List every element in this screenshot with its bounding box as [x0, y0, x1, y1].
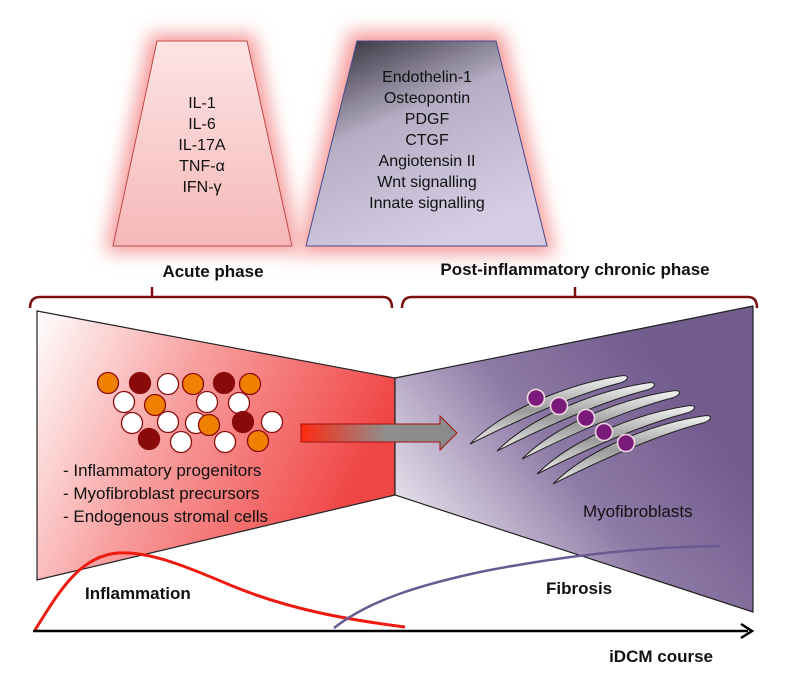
acute-mediator-item: IL-17A — [178, 137, 225, 154]
cell-white — [120, 411, 144, 435]
chronic-panel — [394, 305, 754, 613]
chronic-mediator-item: Endothelin-1 — [382, 69, 472, 86]
chronic-mediator-item: PDGF — [405, 111, 450, 128]
cell-orange — [246, 429, 270, 453]
chronic-mediators-shape — [305, 40, 548, 247]
cell-dark — [231, 410, 255, 434]
cell-dark — [128, 371, 152, 395]
cell-white — [169, 430, 193, 454]
chronic-mediator-item: Innate signalling — [369, 195, 485, 212]
cell-white — [195, 390, 219, 414]
chronic-mediator-item: CTGF — [405, 132, 449, 149]
cell-type-item: - Endogenous stromal cells — [63, 507, 268, 526]
myofibroblast-nucleus — [616, 433, 636, 453]
cell-dark — [137, 427, 161, 451]
acute-mediator-item: IL-1 — [188, 95, 216, 112]
myofibroblast-nucleus — [594, 422, 614, 442]
chronic-mediator-item: Angiotensin II — [379, 153, 476, 170]
inflammatory-cell-cluster — [96, 371, 284, 454]
myofibroblast-nucleus — [526, 388, 546, 408]
cell-orange — [238, 372, 262, 396]
cell-type-item: - Inflammatory progenitors — [63, 461, 261, 480]
myofibroblast-nucleus — [549, 396, 569, 416]
chronic-mediator-item: Wnt signalling — [377, 174, 477, 191]
axis-arrowhead-icon — [740, 622, 755, 640]
chronic-mediator-item: Osteopontin — [384, 90, 470, 107]
cell-white — [156, 372, 180, 396]
cell-white — [156, 410, 180, 434]
inflammation-curve — [33, 551, 406, 631]
cell-white — [227, 391, 251, 415]
transition-arrow — [300, 414, 458, 452]
myofibroblast-nucleus — [576, 408, 596, 428]
cell-white — [112, 390, 136, 414]
cell-orange — [197, 413, 221, 437]
acute-mediator-item: TNF-α — [179, 158, 225, 175]
myofibroblast-cell — [552, 415, 711, 485]
fibrosis-curve — [333, 544, 721, 629]
cell-dark — [212, 371, 236, 395]
chronic-phase-label: Post-inflammatory chronic phase — [440, 260, 709, 279]
acute-mediator-item: IL-6 — [188, 116, 216, 133]
cell-white — [260, 410, 284, 434]
cell-type-list: - Inflammatory progenitors - Myofibroblas… — [63, 461, 268, 526]
cell-orange — [143, 393, 167, 417]
myofibroblast-group — [469, 375, 711, 485]
fibrosis-label: Fibrosis — [546, 579, 612, 598]
cell-orange — [96, 371, 120, 395]
chronic-phase-bracket — [400, 287, 759, 309]
cell-white — [213, 430, 237, 454]
acute-phase-label: Acute phase — [162, 262, 263, 281]
cell-type-item: - Myofibroblast precursors — [63, 484, 260, 503]
acute-mediator-item: IFN-γ — [182, 179, 221, 196]
inflammation-label: Inflammation — [85, 584, 191, 603]
axis-label: iDCM course — [609, 647, 713, 666]
acute-phase-bracket — [28, 287, 394, 309]
myofibroblasts-label: Myofibroblasts — [583, 502, 693, 521]
cell-orange — [181, 372, 205, 396]
acute-mediators-shape — [112, 40, 293, 247]
